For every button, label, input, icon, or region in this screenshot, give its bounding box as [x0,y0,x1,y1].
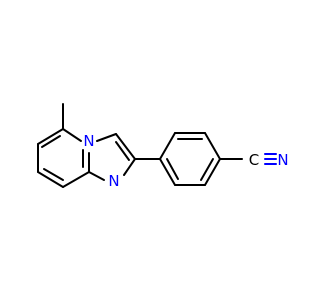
bond-ar6-ar1-double [166,158,179,180]
bond-n4-c3 [96,133,117,142]
atom-label-c-nitrile: C [249,151,259,169]
bond-ar6-ar1 [159,158,176,186]
bond-c5-c6-double [41,135,61,148]
bond-ar3-ar4 [204,132,221,160]
bond-c7-c8-double [43,168,64,181]
bond-n1-c8a [88,171,105,181]
nitrile-triple-bond [264,153,277,165]
bond-c3-c2-double [115,141,130,161]
bond-c8-c8a [62,171,90,188]
bond-ar1-ar2 [159,132,176,160]
bond-c3-c2 [115,133,136,160]
bond-c7-c8 [37,171,64,188]
molecule-structure: N N C N [37,103,289,190]
atom-label-n-bridge: N [83,132,94,150]
bond-ar4-ar5 [204,158,221,186]
bonds [37,103,243,188]
bond-c5-c6 [37,128,64,145]
atom-label-n-nitrile: N [277,151,288,169]
bond-c5-n4 [62,128,82,142]
atom-label-n-imine: N [108,172,119,190]
bond-ar4-ar5-double [200,158,214,181]
bond-c2-n1 [123,158,136,176]
